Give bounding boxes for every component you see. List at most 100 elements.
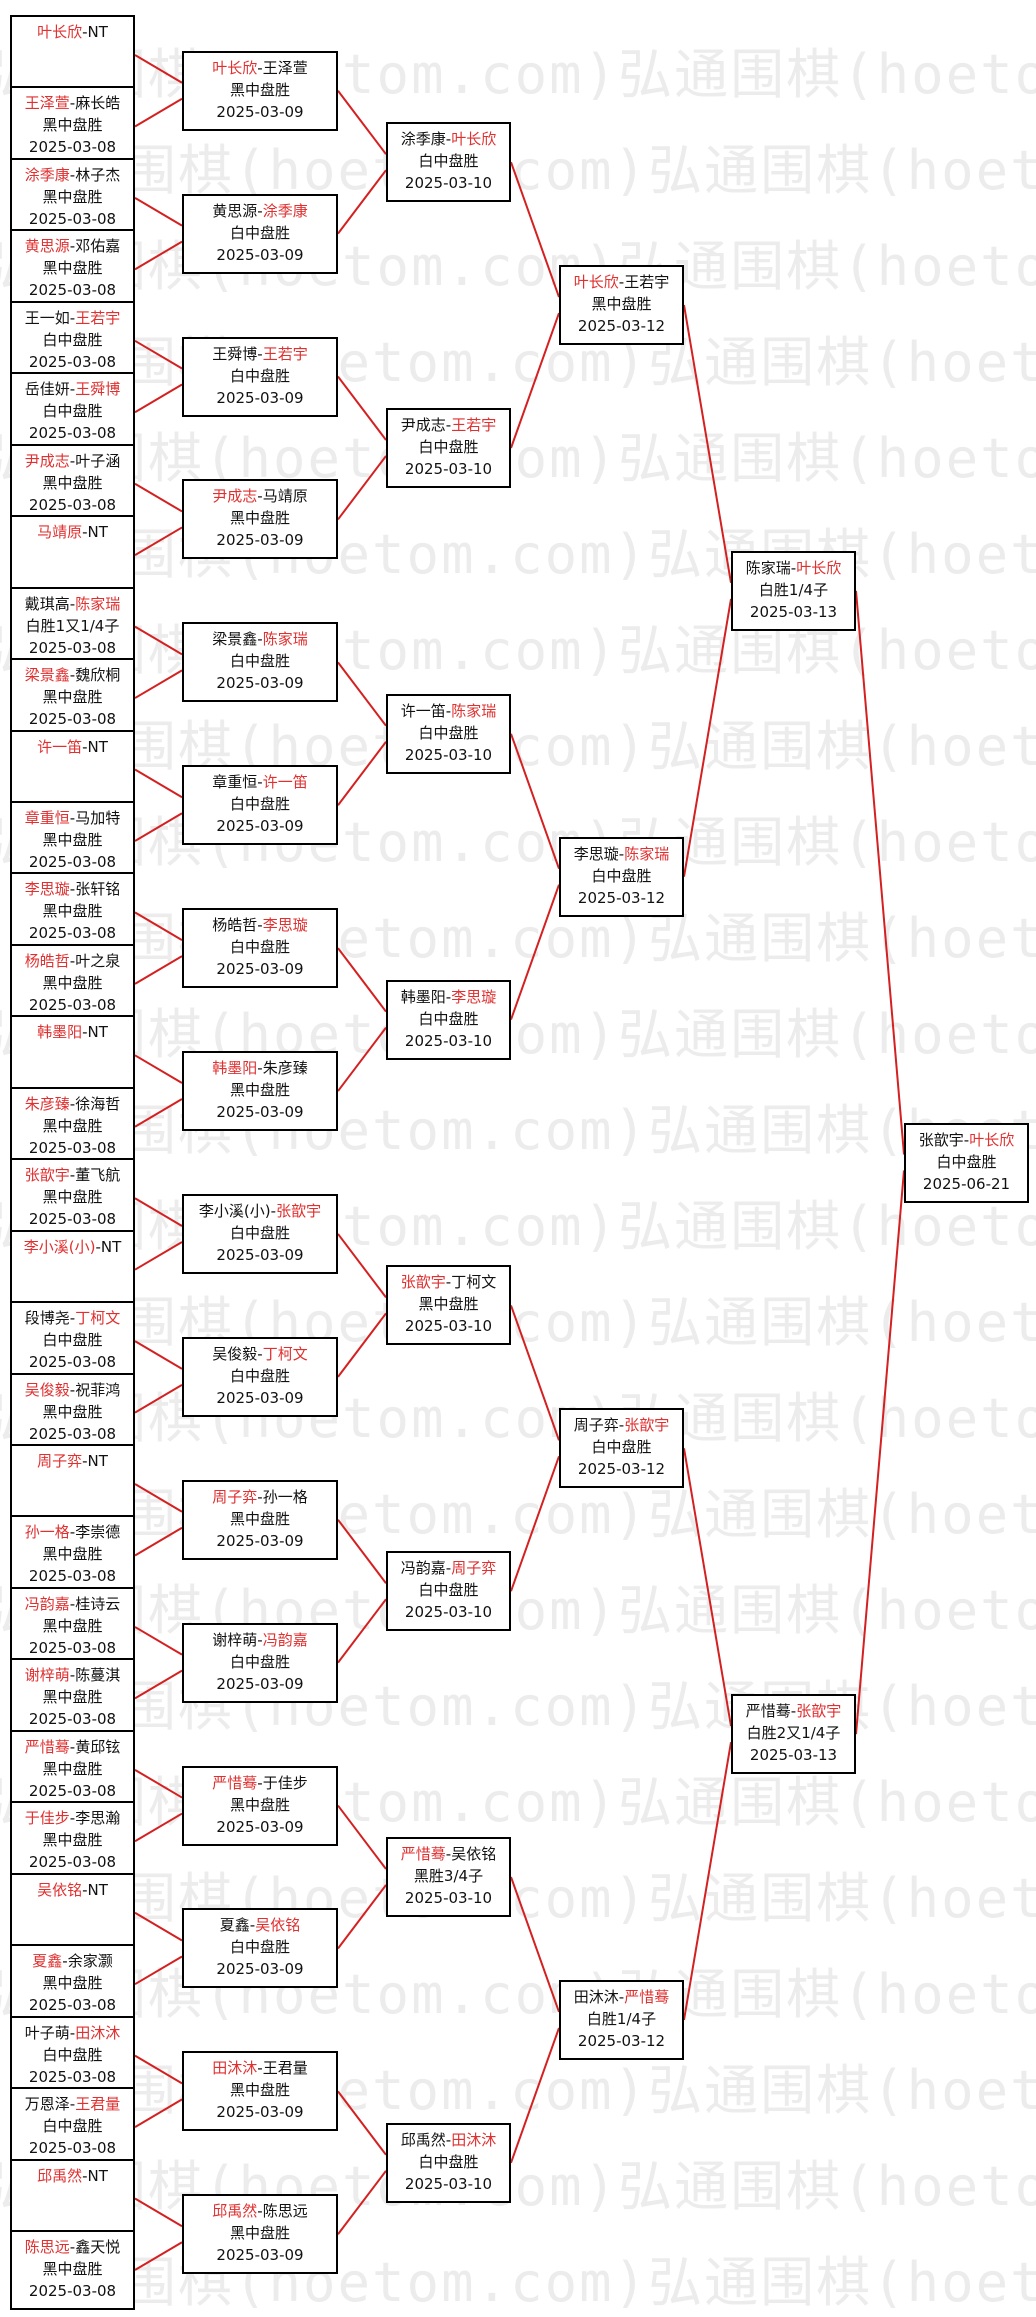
- match-result: 黑中盘胜: [42, 1688, 103, 1707]
- match-result: 白胜1/4子: [586, 2009, 657, 2028]
- connector-round3-4-1: [337, 947, 387, 1013]
- match-result: 白中盘胜: [591, 866, 652, 885]
- match-players: 王一如-王若宇: [12, 307, 133, 329]
- match-players: 冯韵嘉-周子弈: [388, 1557, 509, 1579]
- player-black: 周子弈: [37, 1452, 83, 1471]
- player-black: 夏鑫: [219, 1916, 250, 1935]
- player-white: 董飞航: [75, 1166, 121, 1185]
- player-black: 尹成志: [400, 415, 446, 434]
- player-separator: -: [257, 630, 263, 649]
- connector-round3-2-1: [337, 375, 387, 441]
- player-white: 李思璇: [451, 987, 497, 1006]
- match-box-round1-31[interactable]: 邱禹然-NT: [10, 2158, 135, 2239]
- match-players: 张歆宇-丁柯文: [388, 1271, 509, 1293]
- player-white: 李崇德: [75, 1523, 121, 1542]
- match-players: 陈家瑞-叶长欣: [733, 557, 854, 579]
- match-box-round1-8[interactable]: 马靖原-NT: [10, 515, 135, 596]
- match-result: 白中盘胜: [418, 1581, 479, 1600]
- match-date: 2025-03-08: [28, 995, 117, 1014]
- match-box-round1-1[interactable]: 叶长欣-NT: [10, 15, 135, 95]
- player-white: 叶长欣: [796, 558, 842, 577]
- match-players: 梁景鑫-魏欣桐: [12, 664, 133, 686]
- player-separator: -: [445, 130, 452, 149]
- match-date: 2025-03-08: [28, 1996, 117, 2015]
- player-black: 叶子萌: [24, 2023, 70, 2042]
- match-players: 邱禹然-陈思远: [184, 2200, 336, 2222]
- connector-round5-1-2: [683, 598, 732, 877]
- match-players: 涂季康-叶长欣: [388, 128, 509, 150]
- match-box-round1-18[interactable]: 李小溪(小)-NT: [10, 1229, 135, 1310]
- connector-round3-8-2: [337, 2170, 387, 2235]
- player-black: 尹成志: [24, 451, 70, 470]
- match-date: 2025-03-09: [216, 960, 304, 979]
- player-separator: -: [69, 165, 76, 184]
- match-players: 杨皓哲-李思璇: [184, 914, 336, 936]
- match-box-round1-27[interactable]: 吴依铭-NT: [10, 1872, 135, 1953]
- match-box-round1-21[interactable]: 周子弈-NT: [10, 1444, 135, 1525]
- match-box-round1-15[interactable]: 韩墨阳-NT: [10, 1015, 135, 1096]
- match-box-round1-11[interactable]: 许一笛-NT: [10, 729, 135, 810]
- match-players: 许一笛-NT: [12, 736, 133, 758]
- player-separator: -: [445, 415, 452, 434]
- match-result: 黑中盘胜: [418, 1295, 479, 1314]
- connector-round3-8-1: [337, 2090, 387, 2156]
- match-date: 2025-03-09: [216, 817, 304, 836]
- match-result: 黑中盘胜: [42, 1759, 103, 1778]
